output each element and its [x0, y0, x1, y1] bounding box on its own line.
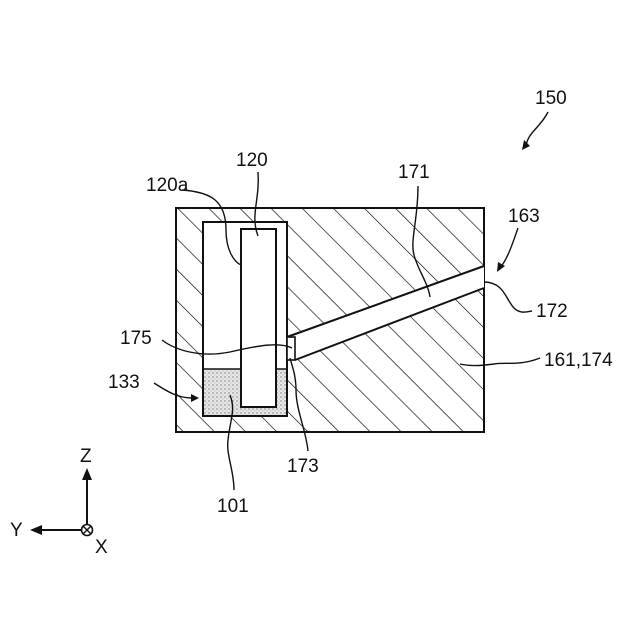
label-163: 163: [508, 206, 540, 227]
leader-172: [484, 282, 532, 312]
z-axis-arrowhead: [82, 468, 92, 480]
y-axis-arrowhead: [30, 525, 42, 535]
y-axis-label: Y: [10, 520, 23, 541]
label-161-174: 161,174: [544, 350, 613, 371]
label-101: 101: [217, 496, 249, 517]
label-175: 175: [120, 328, 152, 349]
label-172: 172: [536, 301, 568, 322]
label-171: 171: [398, 162, 430, 183]
label-120a: 120a: [146, 175, 189, 196]
x-axis-into-page-symbol: [82, 525, 93, 536]
z-axis-label: Z: [80, 446, 92, 467]
leader-150: [526, 112, 548, 146]
step-175: [287, 337, 295, 360]
label-150: 150: [535, 88, 567, 109]
member-120: [241, 229, 276, 407]
label-120: 120: [236, 150, 268, 171]
label-173: 173: [287, 456, 319, 477]
x-axis-label: X: [95, 537, 108, 558]
arrow-150: [522, 140, 530, 150]
leader-163: [500, 228, 518, 268]
label-133: 133: [108, 372, 140, 393]
